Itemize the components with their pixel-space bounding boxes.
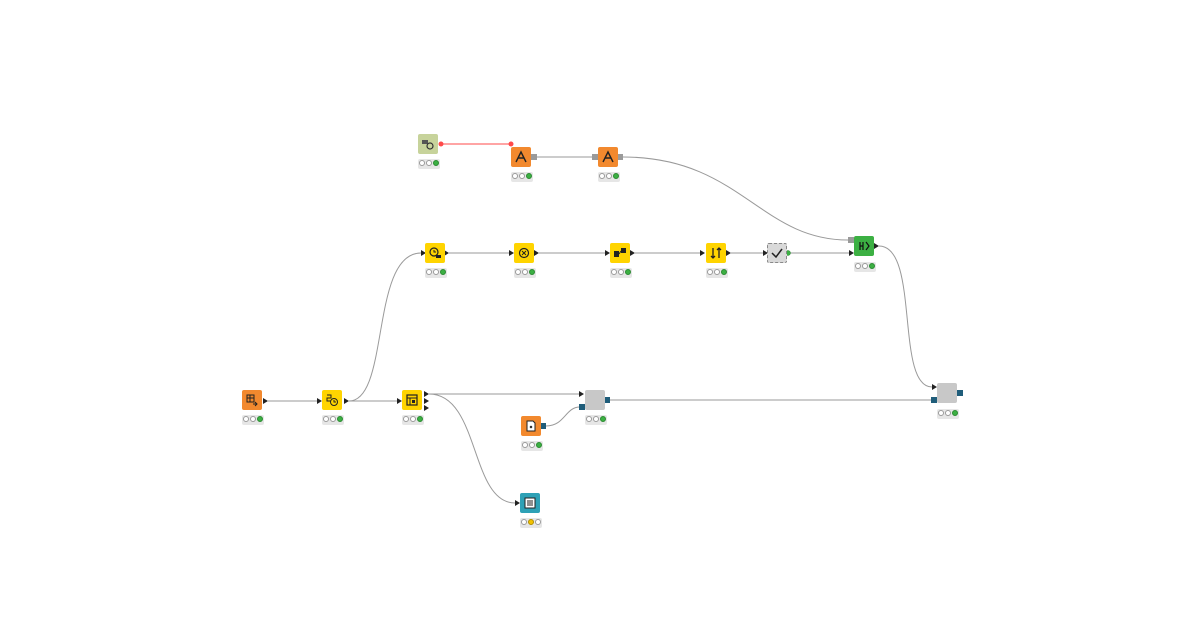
letter-a-icon	[515, 150, 527, 163]
node-status	[610, 268, 632, 278]
port-triangle[interactable]	[515, 500, 520, 506]
document-icon	[526, 420, 536, 432]
port-triangle[interactable]	[726, 250, 731, 256]
string-manipulation-node-1[interactable]	[511, 147, 531, 167]
string-manipulation-node-2[interactable]	[598, 147, 618, 167]
node-status	[706, 268, 728, 278]
date-time-node[interactable]	[322, 390, 342, 410]
port-triangle[interactable]	[424, 405, 429, 411]
node-status	[425, 268, 447, 278]
node-status	[521, 441, 543, 451]
report-writer-node[interactable]	[854, 236, 874, 256]
file-reader-node[interactable]	[521, 416, 541, 436]
component-node-1[interactable]	[585, 390, 605, 410]
port-square[interactable]	[531, 154, 537, 160]
list-icon	[524, 497, 536, 509]
port-triangle[interactable]	[317, 398, 322, 404]
scorer-node[interactable]	[514, 243, 534, 263]
port-triangle[interactable]	[534, 250, 539, 256]
connection-n11-n4[interactable]	[348, 252, 422, 402]
splitter-node[interactable]	[610, 243, 630, 263]
checkmark-icon	[771, 248, 783, 259]
port-triangle[interactable]	[424, 391, 429, 397]
split-icon	[614, 248, 626, 257]
table-view-node[interactable]	[520, 493, 540, 513]
connection-n3-n9[interactable]	[622, 156, 849, 241]
variable-port-out[interactable]	[438, 141, 444, 147]
node-status	[418, 159, 440, 169]
clock-calendar-icon	[326, 394, 338, 406]
multi-output-splitter-node[interactable]	[402, 390, 422, 410]
timer-manipulator-node[interactable]	[425, 243, 445, 263]
port-triangle[interactable]	[605, 250, 610, 256]
port-square[interactable]	[931, 397, 937, 403]
node-status	[322, 415, 344, 425]
port-triangle[interactable]	[444, 250, 449, 256]
node-status	[854, 262, 876, 272]
variable-node[interactable]	[418, 134, 438, 154]
port-triangle[interactable]	[263, 398, 268, 404]
node-status	[402, 415, 424, 425]
gear-plus-icon	[518, 247, 530, 259]
table-arrow-icon	[246, 394, 258, 407]
node-status	[242, 415, 264, 425]
port-square[interactable]	[617, 154, 623, 160]
port-triangle[interactable]	[874, 243, 879, 249]
component-node-2[interactable]	[937, 383, 957, 403]
variable-port-in[interactable]	[508, 141, 514, 147]
connection-n12-n15[interactable]	[428, 393, 516, 504]
port-triangle[interactable]	[579, 391, 584, 397]
grid-arrow-icon	[406, 394, 418, 406]
port-triangle[interactable]	[932, 384, 937, 390]
node-status	[514, 268, 536, 278]
port-triangle[interactable]	[700, 250, 705, 256]
table-creator-node[interactable]	[242, 390, 262, 410]
port-triangle[interactable]	[421, 250, 426, 256]
port-square[interactable]	[592, 154, 598, 160]
clock-person-icon	[429, 247, 441, 258]
port-square[interactable]	[579, 404, 585, 410]
port-square[interactable]	[604, 397, 610, 403]
port-square[interactable]	[848, 237, 854, 243]
port-triangle[interactable]	[763, 250, 768, 256]
port-square[interactable]	[957, 390, 963, 396]
report-icon	[859, 241, 870, 251]
validator-metanode[interactable]	[767, 243, 787, 263]
node-status	[598, 172, 620, 182]
letter-a-icon	[602, 150, 614, 163]
connection-n9-n16[interactable]	[878, 245, 933, 388]
connection-n14-n13[interactable]	[545, 406, 581, 427]
sort-arrows-icon	[710, 247, 722, 259]
node-status	[511, 172, 533, 182]
node-status	[520, 518, 542, 528]
sorter-node[interactable]	[706, 243, 726, 263]
port-square[interactable]	[540, 423, 546, 429]
port-triangle[interactable]	[509, 250, 514, 256]
node-status	[585, 415, 607, 425]
port-triangle[interactable]	[344, 398, 349, 404]
variable-icon	[422, 140, 434, 150]
port-triangle[interactable]	[630, 250, 635, 256]
port-triangle[interactable]	[849, 250, 854, 256]
port-triangle[interactable]	[424, 398, 429, 404]
port-triangle[interactable]	[397, 398, 402, 404]
node-status	[937, 409, 959, 419]
